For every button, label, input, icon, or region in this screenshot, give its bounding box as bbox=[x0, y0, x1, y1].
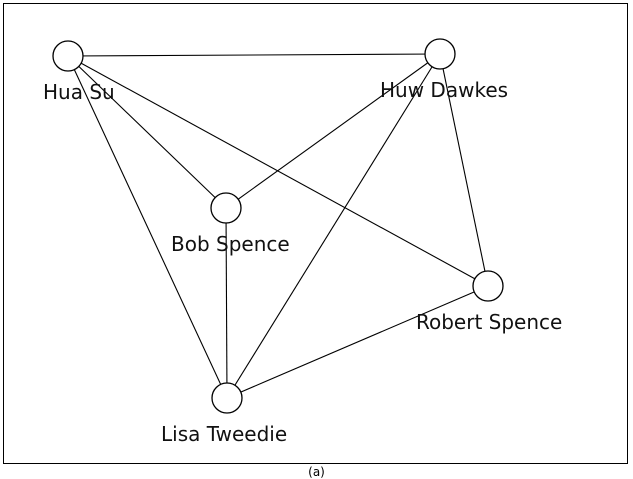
figure-caption: (a) bbox=[308, 465, 325, 479]
node-label-robert: Robert Spence bbox=[416, 310, 562, 334]
edges-layer bbox=[67, 53, 489, 399]
edge-huw-bob bbox=[225, 53, 441, 209]
edge-hua-huw bbox=[67, 53, 441, 57]
node-label-hua: Hua Su bbox=[43, 80, 115, 104]
node-hua[interactable] bbox=[52, 40, 84, 72]
node-robert[interactable] bbox=[472, 270, 504, 302]
edge-huw-robert bbox=[439, 53, 489, 287]
node-bob[interactable] bbox=[210, 192, 242, 224]
node-label-lisa: Lisa Tweedie bbox=[161, 422, 287, 446]
node-label-huw: Huw Dawkes bbox=[380, 78, 508, 102]
diagram-frame bbox=[3, 3, 628, 464]
node-lisa[interactable] bbox=[211, 382, 243, 414]
node-label-bob: Bob Spence bbox=[171, 232, 290, 256]
edge-bob-lisa bbox=[225, 207, 228, 399]
edge-hua-bob bbox=[67, 55, 227, 209]
edge-robert-lisa bbox=[226, 285, 489, 399]
node-huw[interactable] bbox=[424, 38, 456, 70]
nodes-layer bbox=[52, 38, 504, 414]
edge-huw-lisa bbox=[226, 53, 441, 399]
edge-hua-lisa bbox=[67, 55, 228, 399]
